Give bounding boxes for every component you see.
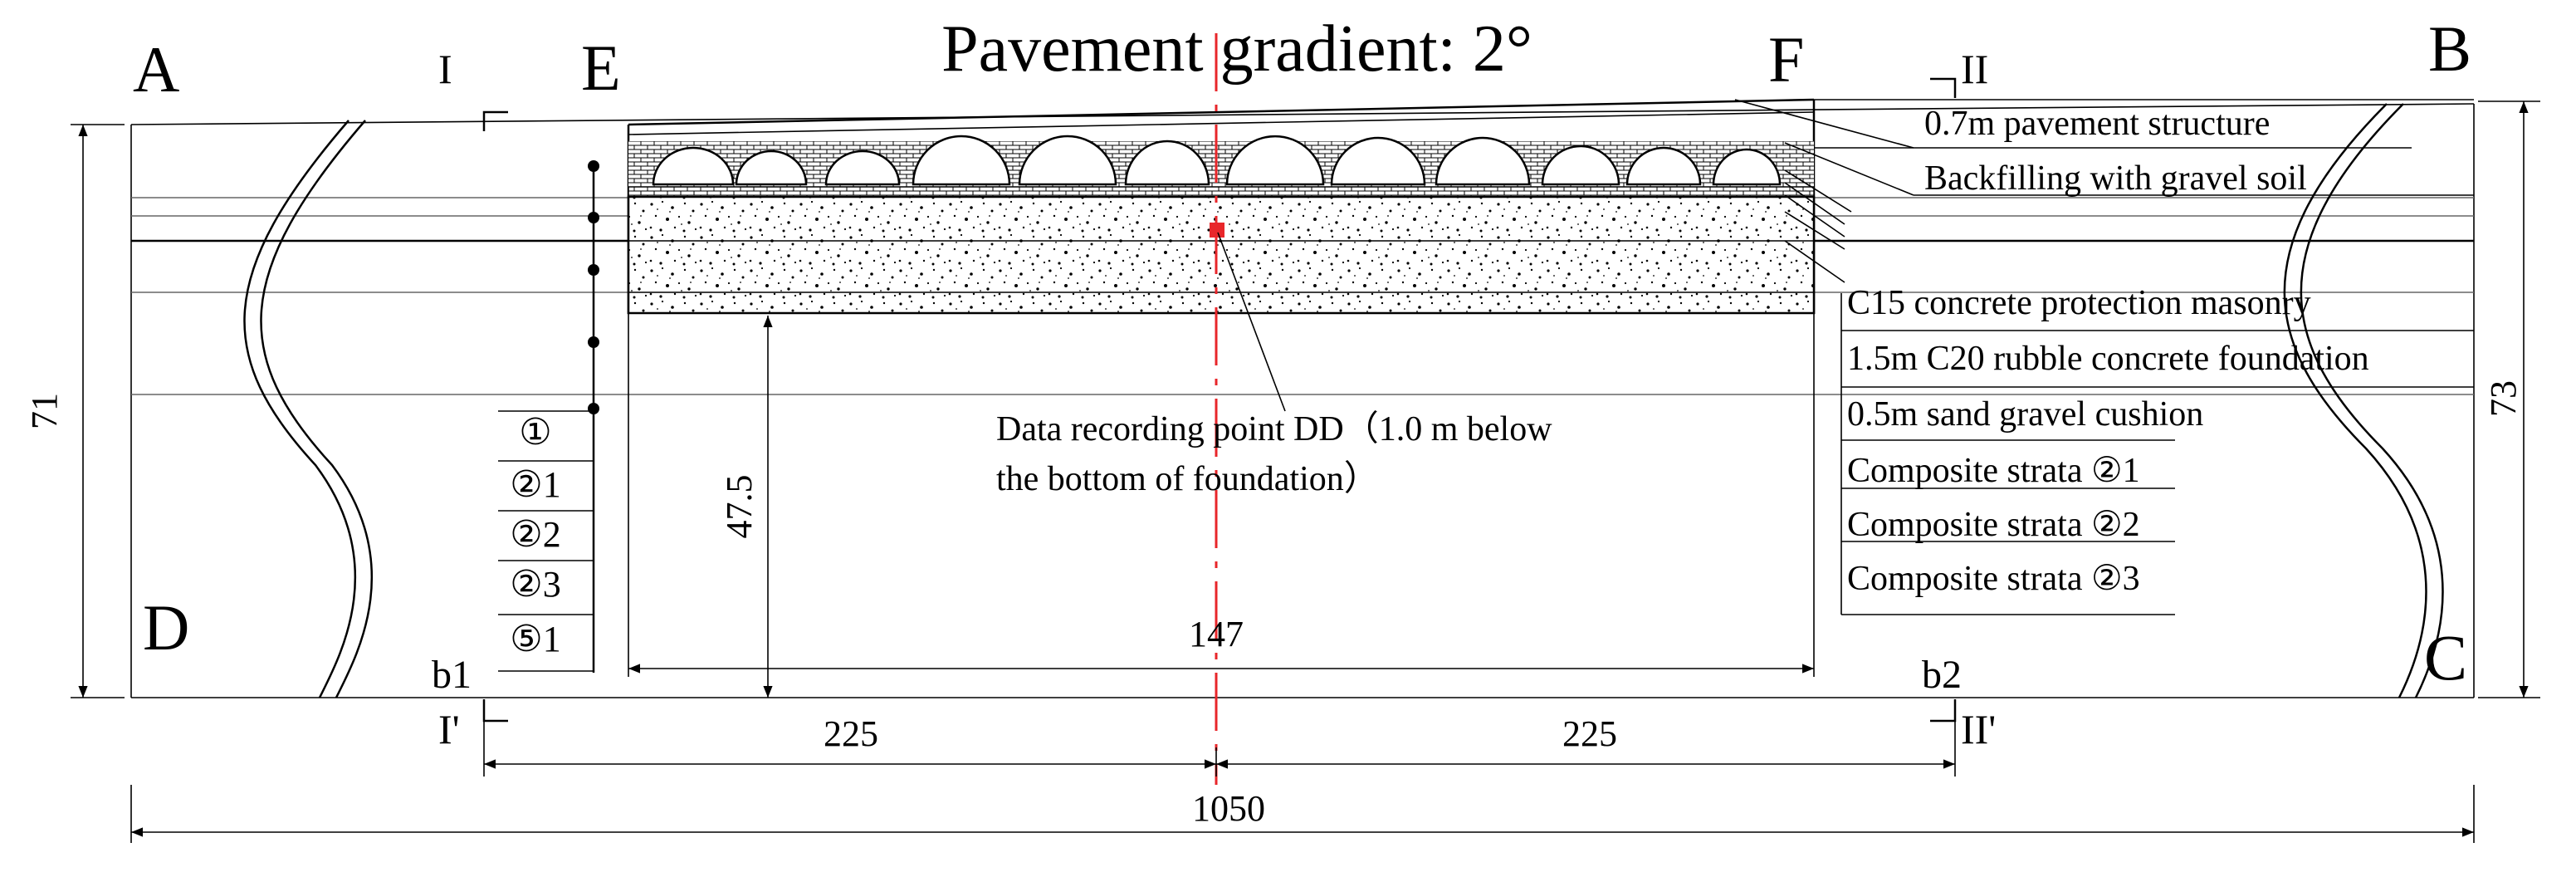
section-markers	[482, 77, 1957, 723]
legend-item: 1.5m C20 rubble concrete foundation	[1847, 340, 2369, 378]
corner-label-c: C	[2424, 621, 2467, 693]
diagram-title: Pavement gradient: 2°	[941, 12, 1532, 86]
corner-label-f: F	[1768, 23, 1804, 96]
dim-foundation-width	[628, 314, 1815, 677]
dim-label-foundation-depth: 47.5	[719, 475, 760, 539]
legend-item: Composite strata ②2	[1847, 506, 2140, 544]
dim-label-total-width: 1050	[1192, 788, 1265, 829]
recording-point-line1: Data recording point DD（1.0 m below	[996, 410, 1552, 448]
recording-point-line2: the bottom of foundation）	[996, 460, 1379, 498]
corner-label-d: D	[143, 591, 189, 664]
legend-item: 0.5m sand gravel cushion	[1847, 395, 2203, 434]
legend-item: Backfilling with gravel soil	[1924, 159, 2307, 198]
center-axis	[1210, 33, 1286, 785]
borehole-point	[588, 403, 599, 414]
stratum-label: ②2	[510, 514, 560, 555]
borehole-point	[588, 336, 599, 348]
section-boundary	[130, 103, 2475, 698]
legend-item: 0.7m pavement structure	[1924, 105, 2270, 143]
dim-right-height	[2478, 100, 2540, 698]
legend-item: C15 concrete protection masonry	[1847, 284, 2311, 322]
legend-item: Composite strata ②1	[1847, 452, 2140, 490]
stratum-label: ②3	[510, 564, 560, 605]
borehole-point	[588, 160, 599, 172]
dim-label-left-height: 71	[24, 393, 65, 429]
recording-point-marker	[1210, 223, 1224, 238]
corner-labels: A B C D E F	[133, 12, 2471, 693]
stratum-label: ②1	[510, 464, 560, 505]
point-labels: b1 b2	[432, 653, 1962, 697]
break-symbol-right	[2283, 103, 2444, 698]
corner-label-b: B	[2428, 12, 2471, 85]
legend-right: 0.7m pavement structure Backfilling with…	[1847, 105, 2369, 598]
section-label-i: I	[438, 46, 452, 92]
legend-left: ① ②1 ②2 ②3 ⑤1	[510, 412, 560, 659]
break-symbol-left	[243, 120, 373, 698]
section-labels: I I' II II'	[438, 46, 1996, 752]
stratum-label: ⑤1	[510, 619, 560, 659]
dim-label-half-right: 225	[1562, 713, 1617, 754]
stratum-label: ①	[519, 412, 551, 453]
corner-label-e: E	[581, 32, 621, 104]
dim-left-height	[71, 124, 125, 698]
borehole-point	[588, 264, 599, 276]
recording-point-label: Data recording point DD（1.0 m below the …	[996, 410, 1552, 498]
borehole-point	[588, 212, 599, 223]
dim-label-half-left: 225	[824, 713, 878, 754]
dim-half-widths	[483, 710, 1956, 777]
rubble-stones	[652, 135, 1782, 186]
legend-item: Composite strata ②3	[1847, 560, 2140, 598]
section-label-ii-prime: II'	[1961, 706, 1996, 752]
legend-right-frame	[1814, 99, 2474, 615]
dim-label-right-height: 73	[2483, 380, 2524, 417]
rubble-concrete-foundation	[627, 195, 1816, 315]
borehole-left	[498, 160, 599, 673]
corner-label-a: A	[133, 33, 179, 105]
legend-leaders	[1734, 99, 1914, 283]
point-label-b2: b2	[1922, 653, 1962, 697]
section-label-i-prime: I'	[438, 706, 460, 752]
section-label-ii: II	[1961, 46, 1988, 92]
dim-total-width	[130, 785, 2475, 843]
dim-label-foundation-width: 147	[1189, 614, 1244, 654]
point-label-b1: b1	[432, 653, 472, 697]
dimension-labels: 71 73 47.5 147 225 225 1050	[24, 380, 2524, 829]
